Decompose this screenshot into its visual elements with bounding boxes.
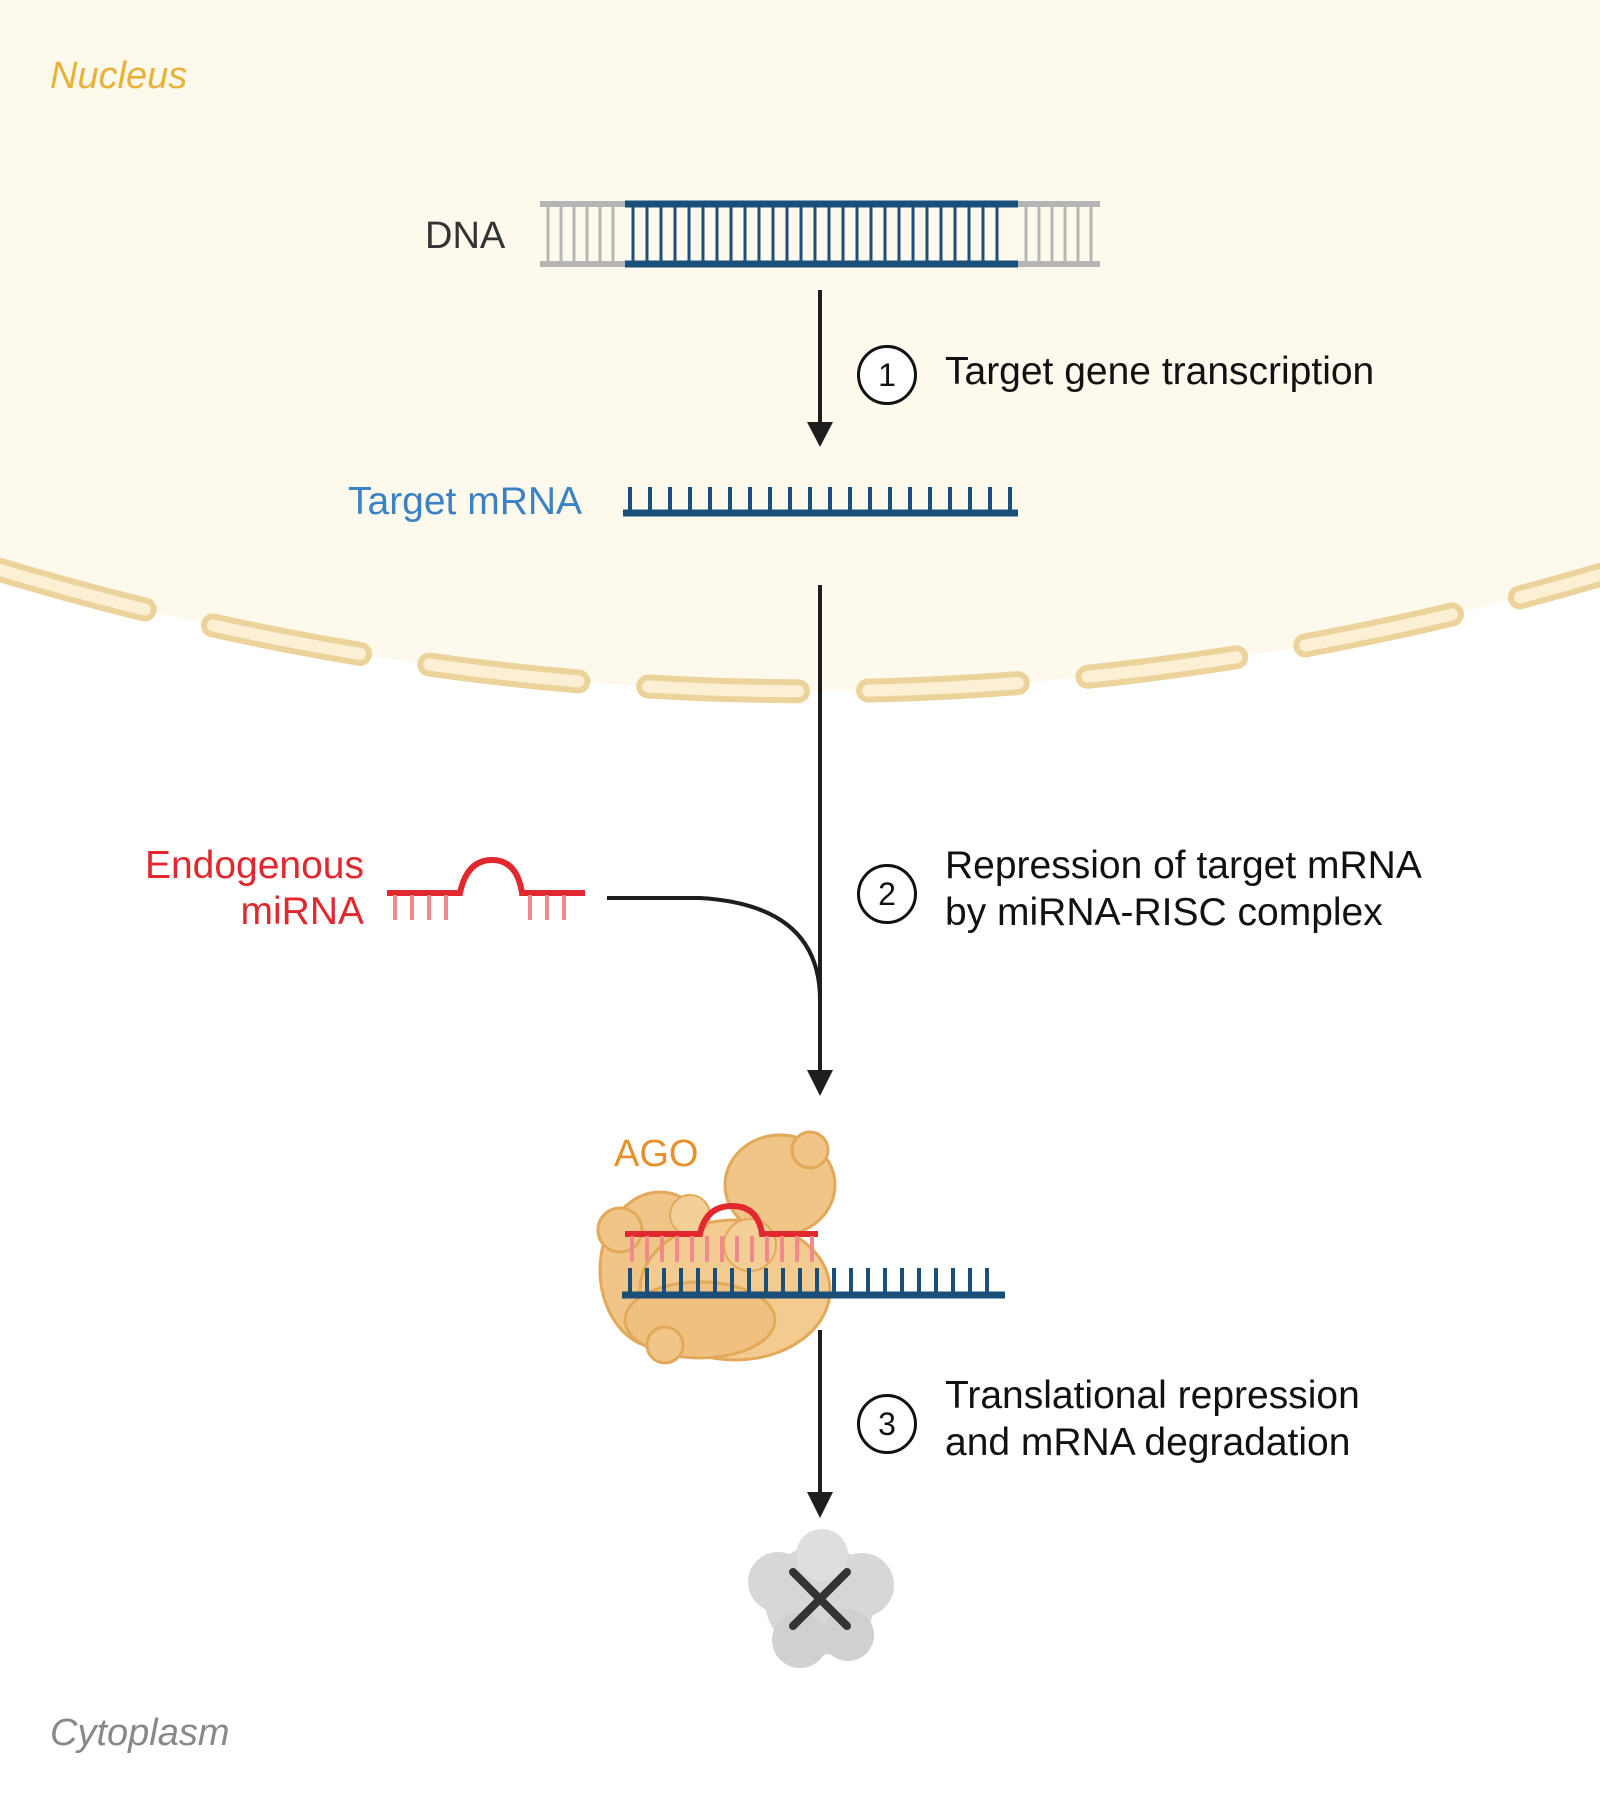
target-mrna-label: Target mRNA <box>348 480 583 523</box>
arrow-transcription <box>807 290 833 447</box>
step-3-text-line2: and mRNA degradation <box>945 1421 1351 1464</box>
nucleus-label: Nucleus <box>50 55 188 97</box>
step-3-number: 3 <box>857 1394 917 1454</box>
arrow-repression <box>607 585 833 1096</box>
step-1-text: Target gene transcription <box>945 350 1375 393</box>
nuclear-membrane-inner <box>0 564 1600 698</box>
nucleus-region <box>0 0 1600 692</box>
arrow-degradation <box>807 1330 833 1518</box>
dna-label: DNA <box>425 215 506 257</box>
mirna-label-line1: Endogenous <box>144 844 364 887</box>
step-2-text-line1: Repression of target mRNA <box>945 844 1422 887</box>
dna-strand <box>540 200 1100 268</box>
mirna-mrna-duplex <box>622 1202 1005 1299</box>
mirna-label-line2: miRNA <box>240 890 365 933</box>
step-3-text-line1: Translational repression <box>945 1374 1360 1417</box>
step-2-number: 2 <box>857 864 917 924</box>
ago-label: AGO <box>614 1133 699 1175</box>
step-1-number: 1 <box>857 345 917 405</box>
target-mrna-strand <box>623 487 1018 517</box>
step-2-text-line2: by miRNA-RISC complex <box>945 891 1383 934</box>
cytoplasm-label: Cytoplasm <box>50 1712 230 1754</box>
mirna-strand <box>387 856 585 920</box>
close-icon <box>789 1568 851 1630</box>
